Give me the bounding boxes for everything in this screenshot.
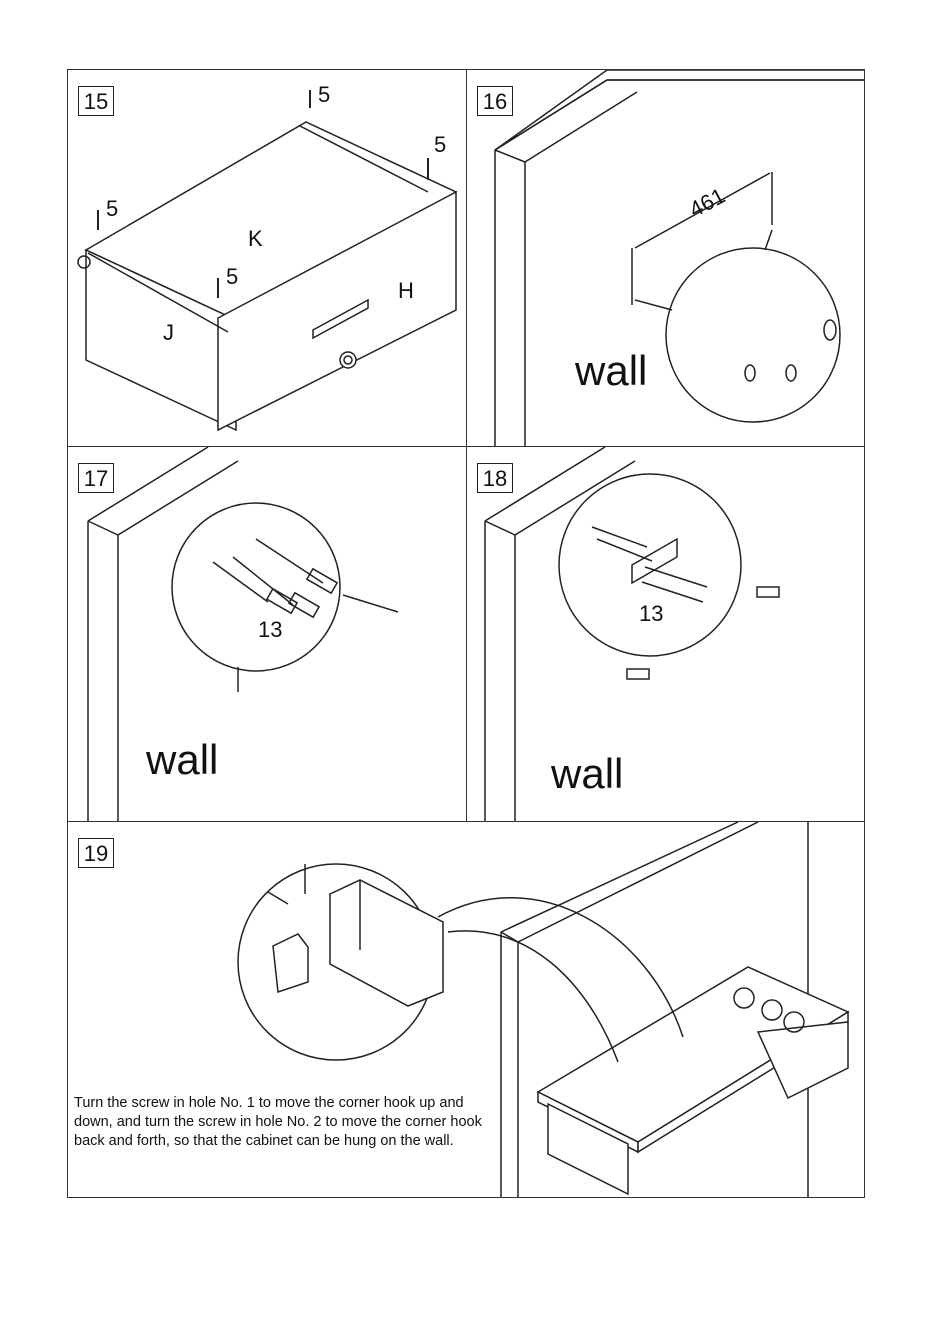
hanging-instruction-text: Turn the screw in hole No. 1 to move the… (74, 1094, 504, 1151)
wall-hole-spacing-illustration (467, 70, 865, 447)
step-15-panel: 15 5 5 5 5 K H J (67, 69, 467, 447)
drawer-illustration (68, 70, 467, 447)
screw-label-right: 5 (434, 134, 446, 156)
part-label-13: 13 (639, 603, 663, 625)
step-18-panel: 18 13 wall (466, 446, 865, 822)
bracket-illustration (467, 447, 865, 822)
screw-label-top: 5 (318, 84, 330, 106)
step-16-panel: 16 461 wall (466, 69, 865, 447)
part-label-h: H (398, 280, 414, 302)
screw-label-front: 5 (226, 266, 238, 288)
part-label-k: K (248, 228, 263, 250)
part-label-13: 13 (258, 619, 282, 641)
screw-label-left: 5 (106, 198, 118, 220)
part-label-j: J (163, 322, 174, 344)
wall-label: wall (146, 739, 218, 781)
wall-label: wall (575, 350, 647, 392)
wall-label: wall (551, 753, 623, 795)
step-17-panel: 17 13 wall (67, 446, 467, 822)
step-19-panel: 19 Turn the screw in hole No (67, 821, 865, 1198)
